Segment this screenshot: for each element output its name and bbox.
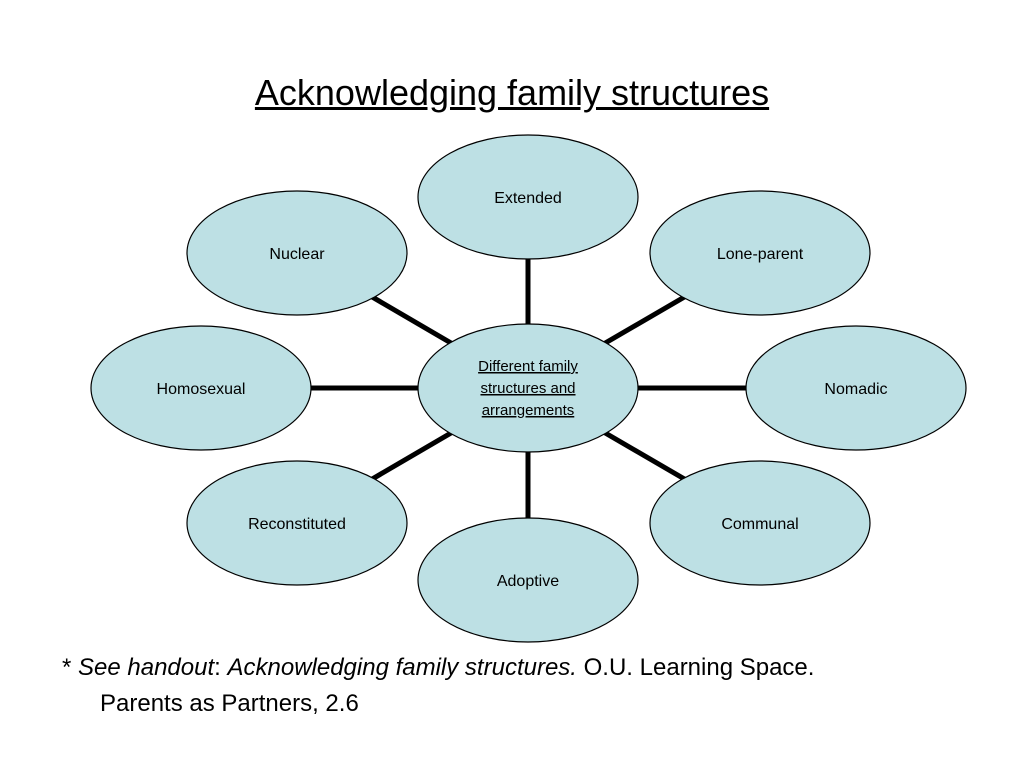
node-reconstituted: Reconstituted: [186, 460, 408, 586]
node-adoptive-label: Adoptive: [497, 573, 559, 590]
node-homosexual-label: Homosexual: [157, 381, 246, 398]
node-adoptive: Adoptive: [417, 517, 639, 643]
node-nuclear-label: Nuclear: [269, 246, 325, 263]
node-extended-shape: [417, 134, 639, 260]
node-communal-shape: [649, 460, 871, 586]
node-lone-parent: Lone-parent: [649, 190, 871, 316]
node-nomadic: Nomadic: [745, 325, 967, 451]
node-nuclear-shape: [186, 190, 408, 316]
node-homosexual-shape: [90, 325, 312, 451]
center-node-label-line: arrangements: [482, 402, 575, 419]
node-extended: Extended: [417, 134, 639, 260]
footnote-source: O.U. Learning Space.: [583, 654, 815, 681]
footnote: * See handout: Acknowledging family stru…: [62, 650, 982, 722]
node-reconstituted-shape: [186, 460, 408, 586]
nodes: ExtendedLone-parentNomadicCommunalAdopti…: [90, 134, 967, 643]
footnote-star: *: [62, 654, 72, 681]
center-node-label-line: Different family: [478, 358, 578, 375]
node-nomadic-shape: [745, 325, 967, 451]
slide-title: Acknowledging family structures: [254, 72, 770, 113]
center-node-shape: [417, 323, 639, 453]
handout-title: Acknowledging family structures.: [227, 654, 577, 681]
footnote-line2: Parents as Partners, 2.6: [100, 690, 359, 717]
node-communal: Communal: [649, 460, 871, 586]
node-lone-parent-label: Lone-parent: [717, 246, 804, 263]
node-nuclear: Nuclear: [186, 190, 408, 316]
node-extended-label: Extended: [494, 190, 562, 207]
node-adoptive-shape: [417, 517, 639, 643]
center-node-label-line: structures and: [480, 380, 575, 397]
node-nomadic-label: Nomadic: [824, 381, 887, 398]
see-handout-text: See handout: [78, 654, 215, 681]
node-communal-label: Communal: [721, 516, 798, 533]
footnote-colon: :: [214, 654, 221, 681]
node-reconstituted-label: Reconstituted: [248, 516, 346, 533]
node-homosexual: Homosexual: [90, 325, 312, 451]
node-lone-parent-shape: [649, 190, 871, 316]
center-node: Different family structures and arrangemen…: [417, 323, 639, 453]
